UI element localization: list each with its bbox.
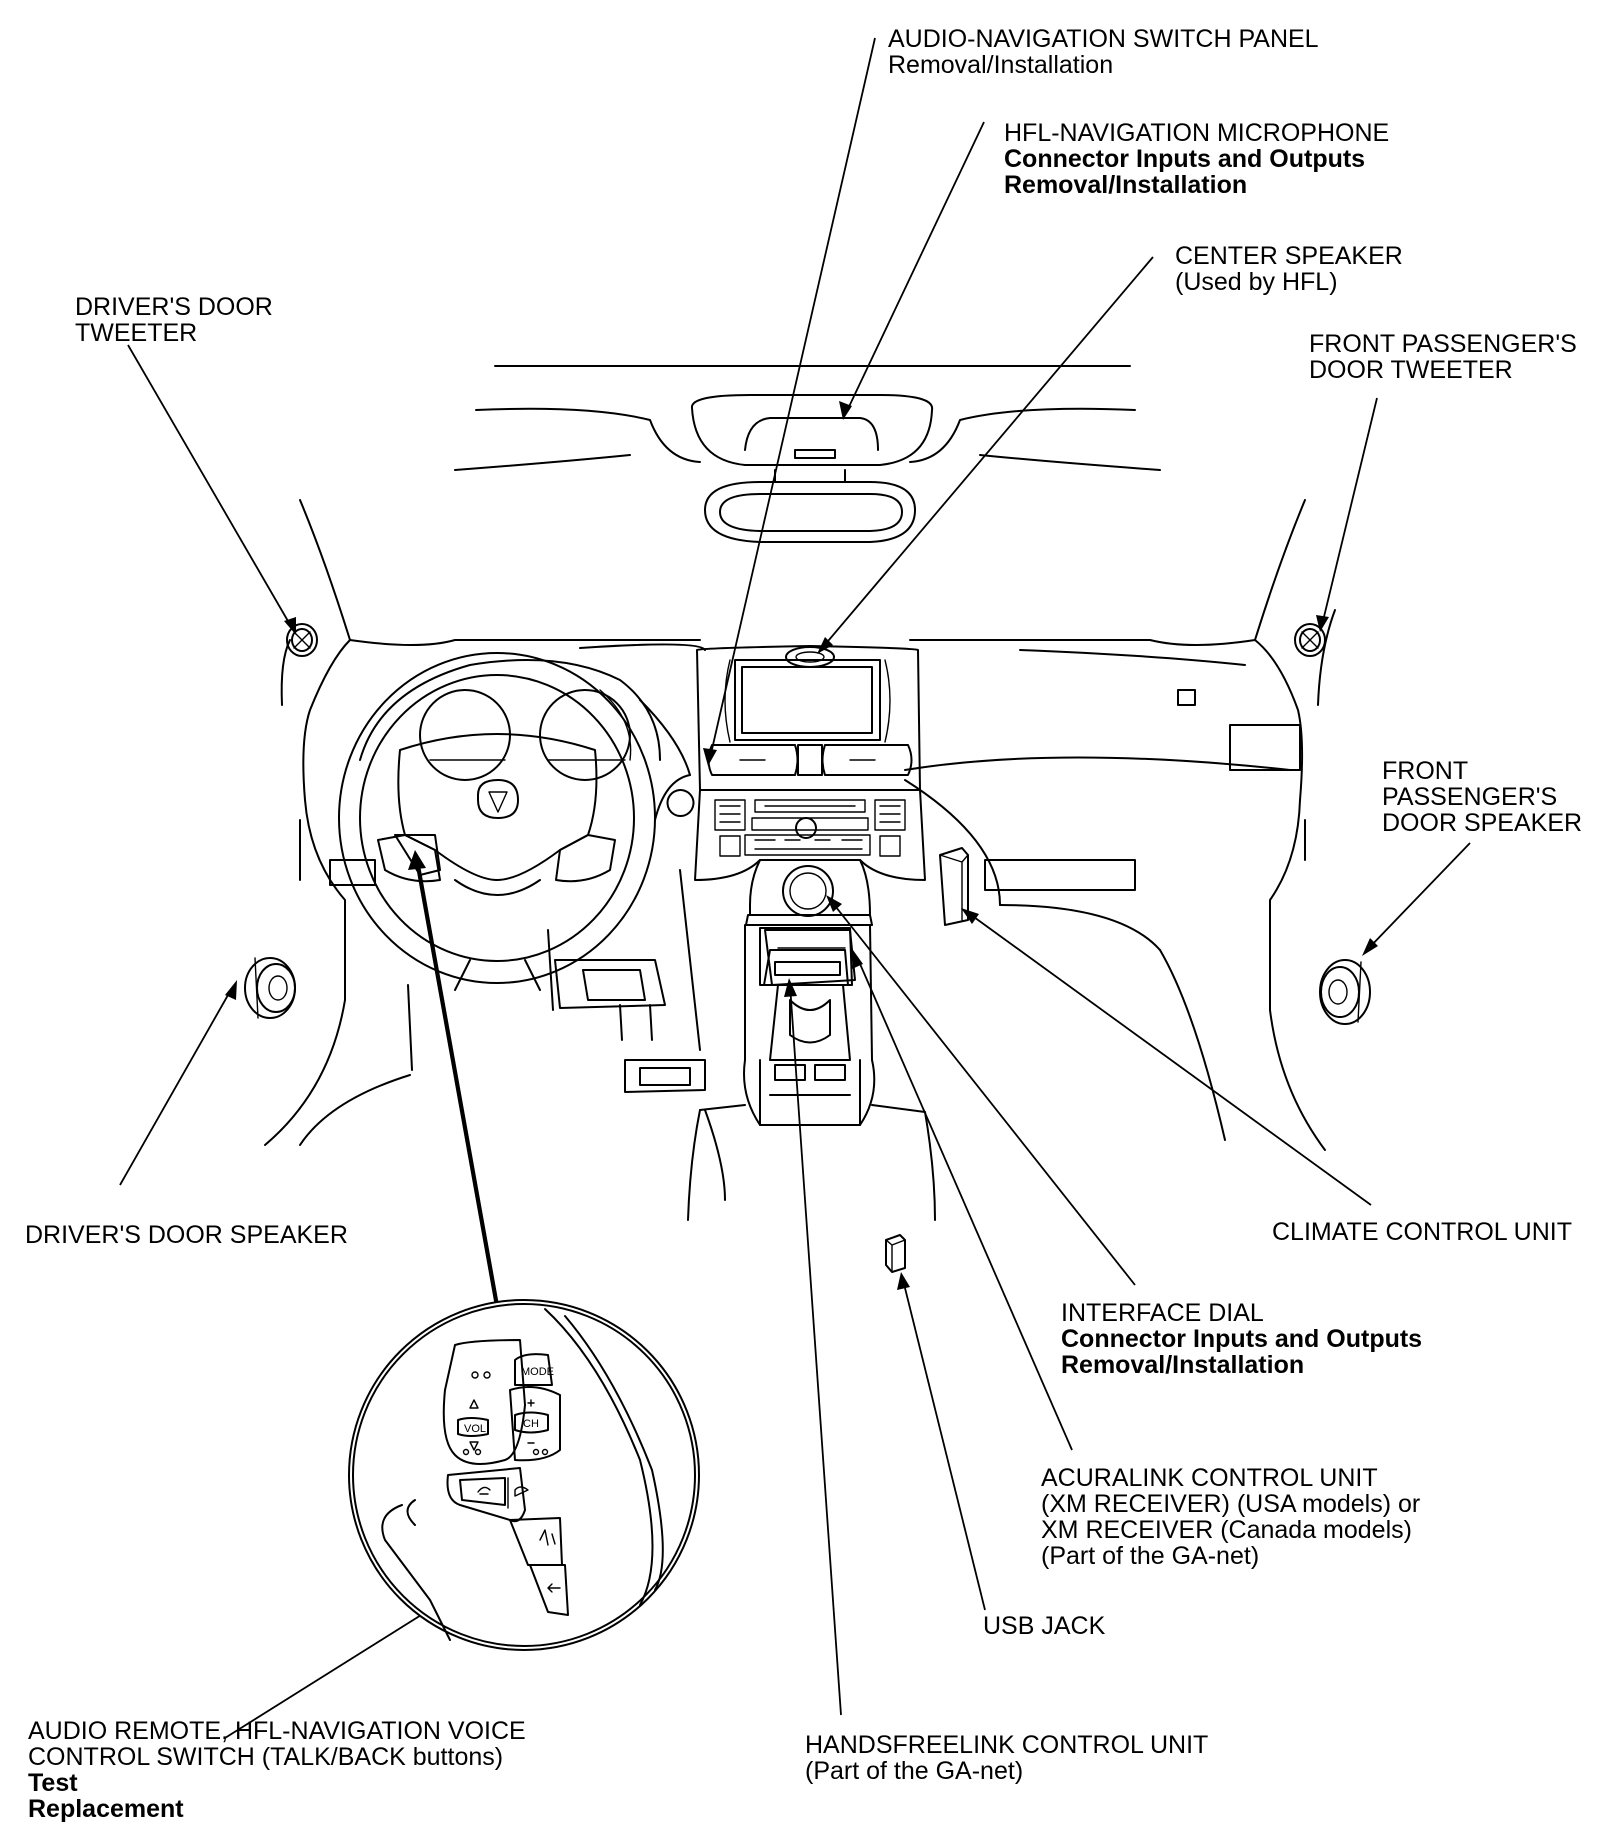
label-line: Replacement — [28, 1795, 184, 1823]
label-line: Test — [28, 1769, 78, 1797]
label-interface-dial: INTERFACE DIAL Connector Inputs and Outp… — [1061, 1300, 1422, 1378]
label-line: PASSENGER'S — [1382, 783, 1558, 811]
label-front-passengers-door-speaker: FRONT PASSENGER'S DOOR SPEAKER — [1382, 758, 1582, 836]
label-line: (XM RECEIVER) (USA models) or — [1041, 1490, 1421, 1518]
vol-button-label: VOL — [464, 1423, 486, 1435]
label-line: CLIMATE CONTROL UNIT — [1272, 1218, 1573, 1246]
switch-detail-magnifier: MODE VOL CH — [348, 1299, 700, 1651]
center-stack — [694, 645, 926, 926]
label-hfl-navigation-microphone: HFL-NAVIGATION MICROPHONE Connector Inpu… — [1004, 120, 1389, 198]
label-line: Removal/Installation — [1061, 1351, 1305, 1379]
passenger-tweeter-part — [1294, 623, 1326, 657]
rearview-mirror — [704, 469, 916, 543]
label-line: FRONT PASSENGER'S — [1309, 330, 1577, 358]
label-drivers-door-speaker: DRIVER'S DOOR SPEAKER — [25, 1222, 348, 1248]
label-line: Connector Inputs and Outputs — [1061, 1325, 1423, 1353]
label-front-passengers-door-tweeter: FRONT PASSENGER'S DOOR TWEETER — [1309, 331, 1577, 383]
label-line: Removal/Installation — [888, 51, 1114, 79]
overhead-console — [691, 394, 934, 466]
label-line: TWEETER — [75, 319, 198, 347]
label-line: XM RECEIVER (Canada models) — [1041, 1516, 1412, 1544]
center-console — [699, 924, 926, 1126]
mode-button-label: MODE — [521, 1366, 554, 1378]
label-line: DOOR SPEAKER — [1382, 809, 1583, 837]
label-handsfreelink-control-unit: HANDSFREELINK CONTROL UNIT (Part of the … — [805, 1732, 1208, 1784]
passenger-speaker-part — [1319, 959, 1371, 1025]
seats-floor — [264, 949, 1326, 1221]
label-line: AUDIO REMOTE, HFL-NAVIGATION VOICE — [28, 1717, 526, 1745]
acuralink-hfl-unit-part — [764, 929, 856, 986]
label-line: (Used by HFL) — [1175, 268, 1338, 296]
label-drivers-door-tweeter: DRIVER'S DOOR TWEETER — [75, 294, 273, 346]
label-line: Connector Inputs and Outputs — [1004, 145, 1366, 173]
label-line: HFL-NAVIGATION MICROPHONE — [1004, 119, 1390, 147]
climate-control-part — [939, 847, 969, 926]
a-pillars — [280, 499, 1336, 706]
label-line: (Part of the GA-net) — [1041, 1542, 1260, 1570]
usb-jack-part — [885, 1234, 906, 1273]
label-audio-navigation-switch-panel: AUDIO-NAVIGATION SWITCH PANEL Removal/In… — [888, 26, 1319, 78]
headliner — [454, 365, 1161, 471]
leader-lines — [119, 37, 1471, 1739]
label-line: ACURALINK CONTROL UNIT — [1041, 1464, 1378, 1492]
label-line: DRIVER'S DOOR — [75, 293, 273, 321]
label-line: DOOR TWEETER — [1309, 356, 1513, 384]
label-line: INTERFACE DIAL — [1061, 1299, 1264, 1327]
label-line: USB JACK — [983, 1612, 1106, 1640]
steering-wheel — [338, 652, 656, 991]
label-usb-jack: USB JACK — [983, 1613, 1105, 1639]
dashboard — [299, 639, 1306, 1011]
label-line: FRONT — [1382, 757, 1469, 785]
ch-button-label: CH — [523, 1418, 539, 1430]
drivers-speaker-part — [244, 957, 296, 1019]
label-center-speaker: CENTER SPEAKER (Used by HFL) — [1175, 243, 1403, 295]
drivers-tweeter-part — [286, 623, 318, 657]
center-speaker-part — [785, 646, 835, 668]
label-climate-control-unit: CLIMATE CONTROL UNIT — [1272, 1219, 1572, 1245]
label-audio-remote-switch: AUDIO REMOTE, HFL-NAVIGATION VOICE CONTR… — [28, 1718, 526, 1822]
label-line: CENTER SPEAKER — [1175, 242, 1403, 270]
label-line: HANDSFREELINK CONTROL UNIT — [805, 1731, 1209, 1759]
label-line: DRIVER'S DOOR SPEAKER — [25, 1221, 348, 1249]
instrument-cluster — [359, 659, 661, 781]
label-line: (Part of the GA-net) — [805, 1757, 1024, 1785]
label-acuralink-control-unit: ACURALINK CONTROL UNIT (XM RECEIVER) (US… — [1041, 1465, 1420, 1569]
label-line: Removal/Installation — [1004, 171, 1248, 199]
driver-footwell — [407, 869, 706, 1093]
label-line: AUDIO-NAVIGATION SWITCH PANEL — [888, 25, 1319, 53]
label-line: CONTROL SWITCH (TALK/BACK buttons) — [28, 1743, 504, 1771]
